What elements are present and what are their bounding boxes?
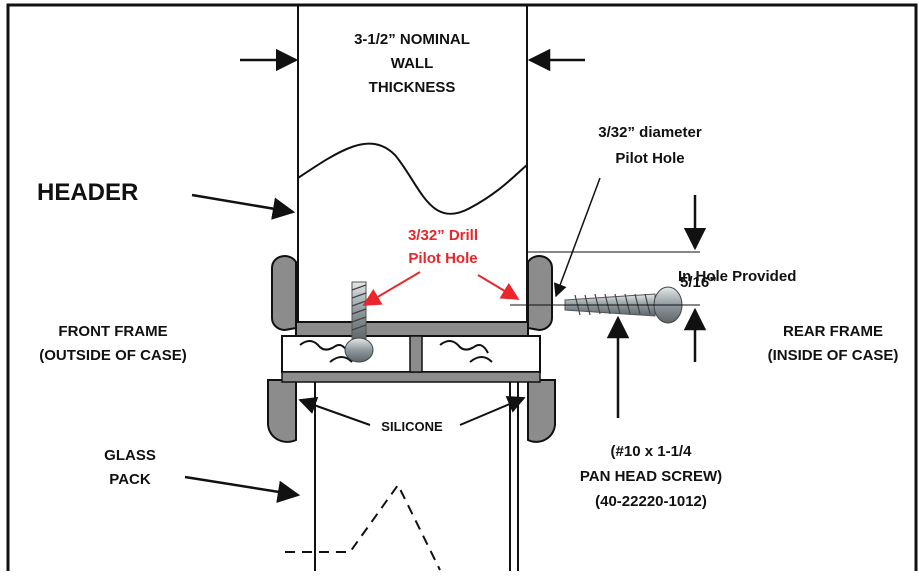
break-line — [297, 142, 528, 215]
pilot-hole-line-2: Pilot Hole — [615, 150, 684, 167]
rear-frame-line-1: REAR FRAME — [783, 323, 883, 340]
screw-line-3: (40-22220-1012) — [595, 493, 707, 510]
drill-pilot-hole-line-1: 3/32” Drill — [408, 227, 478, 244]
silicone-leader-left — [298, 396, 371, 426]
wall-thickness-line-1: 3-1/2” NOMINAL — [354, 31, 470, 48]
silicone-leader-right — [459, 396, 526, 426]
frame-extrusion — [267, 255, 556, 443]
glass-pack-leader — [184, 475, 301, 503]
wall-thickness-line-2: WALL — [391, 55, 434, 72]
header-label: HEADER — [37, 179, 138, 206]
drill-pilot-hole-line-2: Pilot Hole — [408, 250, 477, 267]
header-leader — [191, 193, 296, 220]
glass-pack-line-2: PACK — [109, 471, 151, 488]
front-frame-line-2: (OUTSIDE OF CASE) — [39, 347, 187, 364]
hole-provided-label: In Hole Provided — [678, 268, 796, 285]
rear-frame-line-2: (INSIDE OF CASE) — [768, 347, 899, 364]
glass-pack-line-1: GLASS — [104, 447, 156, 464]
glass-pack — [285, 382, 519, 575]
header-section — [297, 5, 528, 322]
dimension-label: 5/16” — [680, 274, 717, 291]
front-frame-line-1: FRONT FRAME — [58, 323, 167, 340]
pilot-hole-line-1: 3/32” diameter — [598, 124, 702, 141]
wall-thickness-line-3: THICKNESS — [369, 79, 456, 96]
drill-leader-right — [477, 274, 520, 300]
pilot-hole-leader — [553, 177, 601, 298]
silicone-label: SILICONE — [381, 419, 443, 434]
drill-leader-left — [362, 271, 421, 306]
screw-line-2: PAN HEAD SCREW) — [580, 468, 722, 485]
screw-line-1: (#10 x 1-1/4 — [611, 443, 693, 460]
